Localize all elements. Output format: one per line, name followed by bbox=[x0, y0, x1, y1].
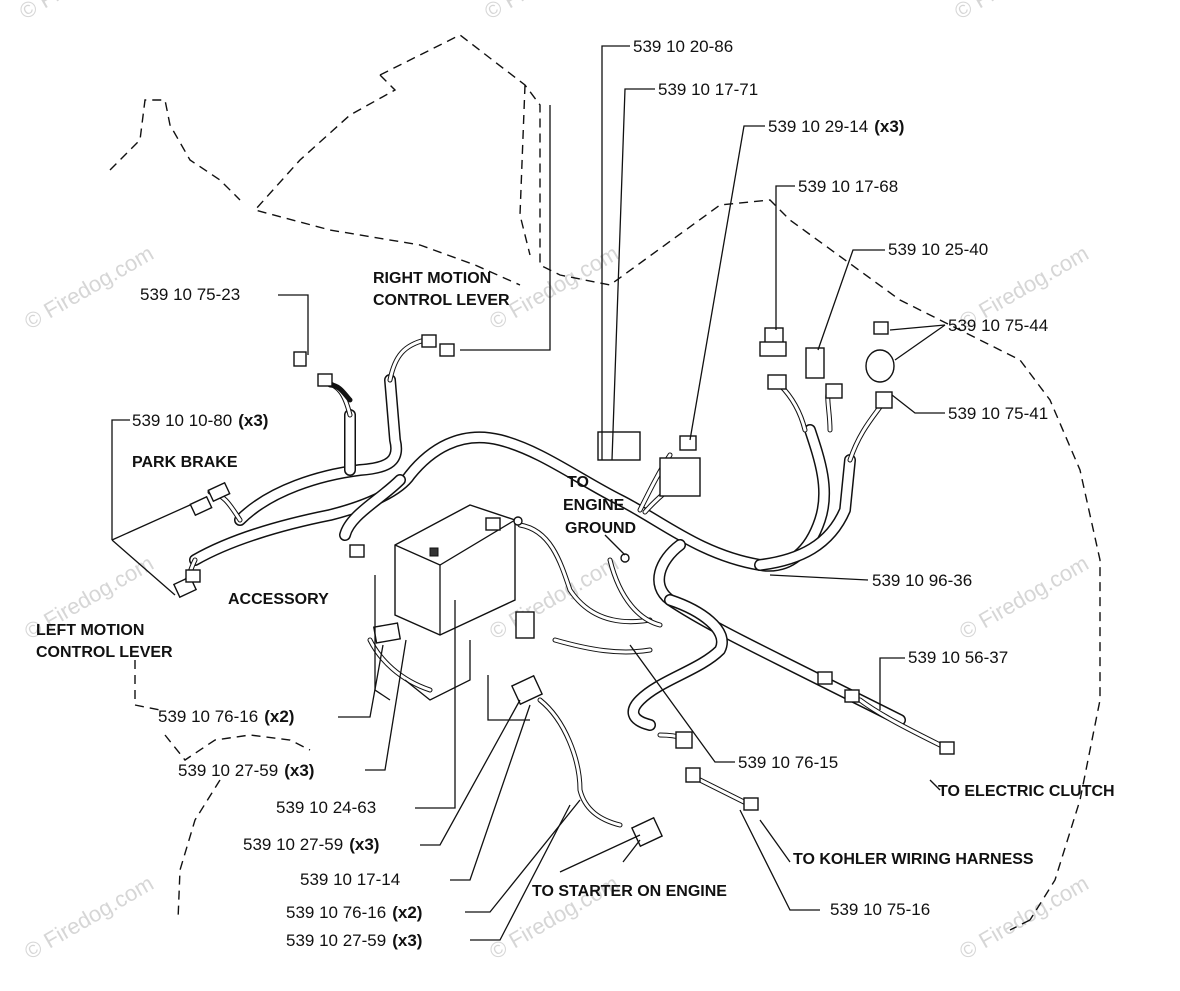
watermark-text: © Firedog.com bbox=[20, 240, 158, 334]
connector bbox=[875, 391, 893, 409]
starter-solenoid bbox=[515, 611, 535, 639]
descriptive-labels: RIGHT MOTION CONTROL LEVER PARK BRAKE AC… bbox=[36, 270, 1115, 900]
relay-block bbox=[597, 431, 641, 461]
label-kohler-harness: TO KOHLER WIRING HARNESS bbox=[793, 851, 1034, 868]
part-callout: 539 10 76-16(x2) bbox=[286, 903, 422, 922]
connector bbox=[817, 671, 833, 685]
watermark-text: © Firedog.com bbox=[955, 870, 1093, 964]
part-callout: 539 10 75-44 bbox=[948, 316, 1048, 335]
connector bbox=[185, 569, 201, 583]
label-accessory: ACCESSORY bbox=[228, 591, 329, 608]
terminal bbox=[513, 516, 523, 526]
part-callout: 539 10 17-71 bbox=[658, 80, 758, 99]
label-starter: TO STARTER ON ENGINE bbox=[532, 883, 727, 900]
terminal-boot bbox=[510, 674, 544, 706]
battery bbox=[394, 504, 516, 636]
switch bbox=[805, 347, 825, 379]
part-callout: 539 10 75-41 bbox=[948, 404, 1048, 423]
label-engine-ground-line2: ENGINE bbox=[563, 497, 625, 514]
connector bbox=[439, 343, 455, 357]
connector bbox=[767, 374, 787, 390]
part-callout: 539 10 27-59(x3) bbox=[178, 761, 314, 780]
watermark-text: © Firedog.com bbox=[950, 0, 1088, 24]
key-switch-body bbox=[759, 341, 787, 357]
accessory-bracket bbox=[404, 640, 471, 701]
watermarks: © Firedog.com © Firedog.com © Firedog.co… bbox=[15, 0, 1093, 964]
label-engine-ground-line3: GROUND bbox=[565, 520, 636, 537]
part-callout: 539 10 56-37 bbox=[908, 648, 1008, 667]
part-callout: 539 10 27-59(x3) bbox=[243, 835, 379, 854]
wires bbox=[182, 337, 943, 828]
part-callout: 539 10 17-14 bbox=[300, 870, 400, 889]
ground-terminal bbox=[620, 553, 630, 563]
connector bbox=[825, 383, 843, 399]
part-callout: 539 10 29-14(x3) bbox=[768, 117, 904, 136]
leader-lines bbox=[111, 45, 946, 941]
watermark-text: © Firedog.com bbox=[15, 0, 153, 24]
connector bbox=[873, 321, 889, 335]
connector bbox=[293, 351, 307, 367]
connector bbox=[685, 767, 701, 783]
part-callouts: 539 10 20-86 539 10 17-71 539 10 29-14(x… bbox=[132, 37, 1048, 950]
connector bbox=[679, 435, 697, 451]
part-callout: 539 10 76-15 bbox=[738, 753, 838, 772]
main-harness bbox=[189, 374, 906, 731]
label-electric-clutch: TO ELECTRIC CLUTCH bbox=[938, 783, 1115, 800]
label-left-motion-line2: CONTROL LEVER bbox=[36, 644, 173, 661]
part-callout: 539 10 76-16(x2) bbox=[158, 707, 294, 726]
watermark-text: © Firedog.com bbox=[955, 550, 1093, 644]
part-callout: 539 10 24-63 bbox=[276, 798, 376, 817]
chassis-outline bbox=[109, 34, 1101, 931]
watermark-text: © Firedog.com bbox=[20, 870, 158, 964]
connector bbox=[349, 544, 365, 558]
connector bbox=[207, 481, 231, 503]
label-engine-ground-line1: TO bbox=[567, 474, 589, 491]
part-callout: 539 10 27-59(x3) bbox=[286, 931, 422, 950]
bracket bbox=[487, 675, 530, 721]
part-callout: 539 10 25-40 bbox=[888, 240, 988, 259]
connector bbox=[675, 731, 693, 749]
label-right-motion-line1: RIGHT MOTION bbox=[373, 270, 491, 287]
watermark-text: © Firedog.com bbox=[480, 0, 618, 24]
terminal-boot bbox=[372, 622, 402, 644]
part-callout: 539 10 96-36 bbox=[872, 571, 972, 590]
part-callout: 539 10 10-80(x3) bbox=[132, 411, 268, 430]
terminal-boot bbox=[630, 816, 664, 848]
part-callout: 539 10 17-68 bbox=[798, 177, 898, 196]
label-right-motion-line2: CONTROL LEVER bbox=[373, 292, 510, 309]
connector bbox=[421, 334, 437, 348]
connector bbox=[317, 373, 333, 387]
connector bbox=[743, 797, 759, 811]
connector bbox=[939, 741, 955, 755]
connector bbox=[189, 495, 213, 517]
label-left-motion-line1: LEFT MOTION bbox=[36, 622, 144, 639]
label-park-brake: PARK BRAKE bbox=[132, 454, 238, 471]
connectors bbox=[172, 321, 955, 848]
part-callout: 539 10 75-23 bbox=[140, 285, 240, 304]
pto-switch bbox=[865, 349, 895, 383]
part-callout: 539 10 75-16 bbox=[830, 900, 930, 919]
connector bbox=[844, 689, 860, 703]
connector-bank bbox=[659, 457, 701, 497]
part-callout: 539 10 20-86 bbox=[633, 37, 733, 56]
